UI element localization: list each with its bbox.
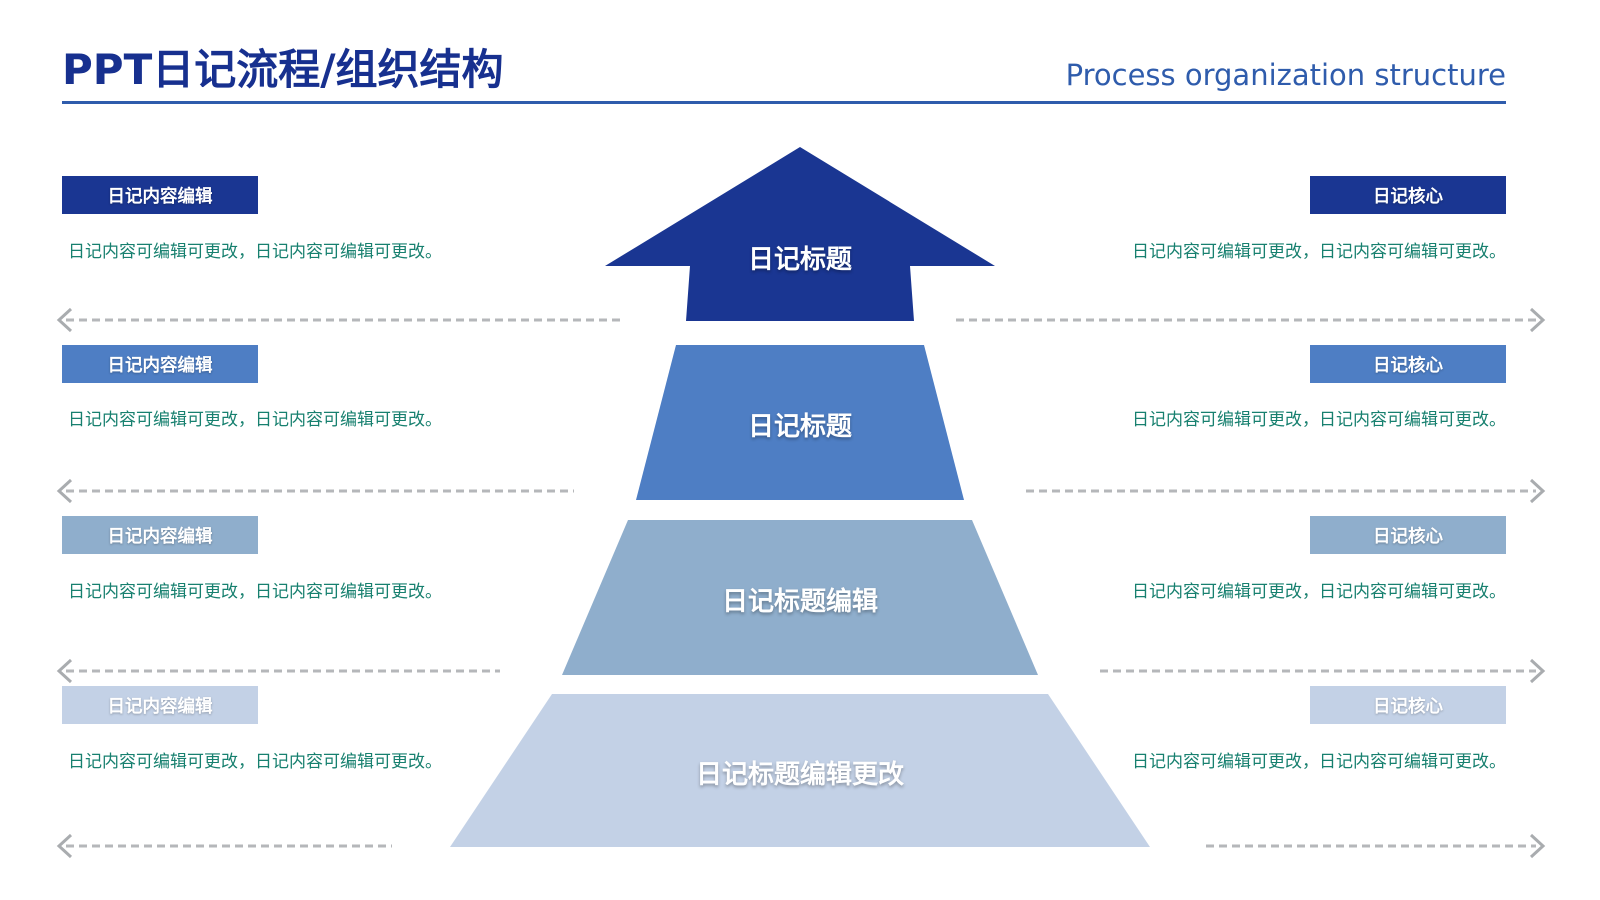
row-1-right-text: 日记内容可编辑可更改，日记内容可编辑可更改。	[1132, 242, 1506, 262]
dash-arrow-left-3	[56, 658, 500, 684]
page-subtitle: Process organization structure	[1065, 58, 1506, 92]
row-4-right-tag: 日记核心	[1310, 686, 1506, 724]
row-4-left-tag: 日记内容编辑	[62, 686, 258, 724]
dash-arrow-right-2	[1026, 478, 1546, 504]
chevron-right-icon	[1529, 307, 1546, 333]
pyramid-level-2-shape	[636, 345, 964, 500]
dash-arrow-right-3	[1100, 658, 1546, 684]
row-4-left-text: 日记内容可编辑可更改，日记内容可编辑可更改。	[68, 752, 442, 772]
row-2-right-tag: 日记核心	[1310, 345, 1506, 383]
dash-arrow-right-4	[1206, 833, 1546, 859]
row-2-left-tag: 日记内容编辑	[62, 345, 258, 383]
dash-arrow-left-2	[56, 478, 574, 504]
chevron-right-icon	[1529, 658, 1546, 684]
row-3-left-tag: 日记内容编辑	[62, 516, 258, 554]
dash-arrow-right-1	[956, 307, 1546, 333]
row-2-left-text: 日记内容可编辑可更改，日记内容可编辑可更改。	[68, 410, 442, 430]
dash-arrow-left-1	[56, 307, 622, 333]
pyramid-level-4-label: 日记标题编辑更改	[695, 760, 904, 790]
row-1-right-tag: 日记核心	[1310, 176, 1506, 214]
row-1-left-tag: 日记内容编辑	[62, 176, 258, 214]
pyramid-level-4-shape	[450, 694, 1150, 847]
chevron-right-icon	[1529, 478, 1546, 504]
row-3-right-tag: 日记核心	[1310, 516, 1506, 554]
row-4-right-text: 日记内容可编辑可更改，日记内容可编辑可更改。	[1132, 752, 1506, 772]
chevron-left-icon	[56, 833, 73, 859]
pyramid-level-2-label: 日记标题	[747, 412, 852, 442]
pyramid-level-3-shape	[562, 520, 1038, 675]
pyramid-level-1-arrow-shape	[605, 147, 995, 321]
row-3-right-text: 日记内容可编辑可更改，日记内容可编辑可更改。	[1132, 582, 1506, 602]
chevron-left-icon	[56, 307, 73, 333]
page-title: PPT日记流程/组织结构	[62, 45, 504, 94]
row-2-right-text: 日记内容可编辑可更改，日记内容可编辑可更改。	[1132, 410, 1506, 430]
chevron-left-icon	[56, 658, 73, 684]
pyramid-level-1-label: 日记标题	[747, 245, 852, 275]
pyramid-level-3-label: 日记标题编辑	[721, 587, 878, 617]
row-1-left-text: 日记内容可编辑可更改，日记内容可编辑可更改。	[68, 242, 442, 262]
row-3-left-text: 日记内容可编辑可更改，日记内容可编辑可更改。	[68, 582, 442, 602]
chevron-left-icon	[56, 478, 73, 504]
dash-arrow-left-4	[56, 833, 392, 859]
title-divider	[62, 101, 1506, 104]
chevron-right-icon	[1529, 833, 1546, 859]
